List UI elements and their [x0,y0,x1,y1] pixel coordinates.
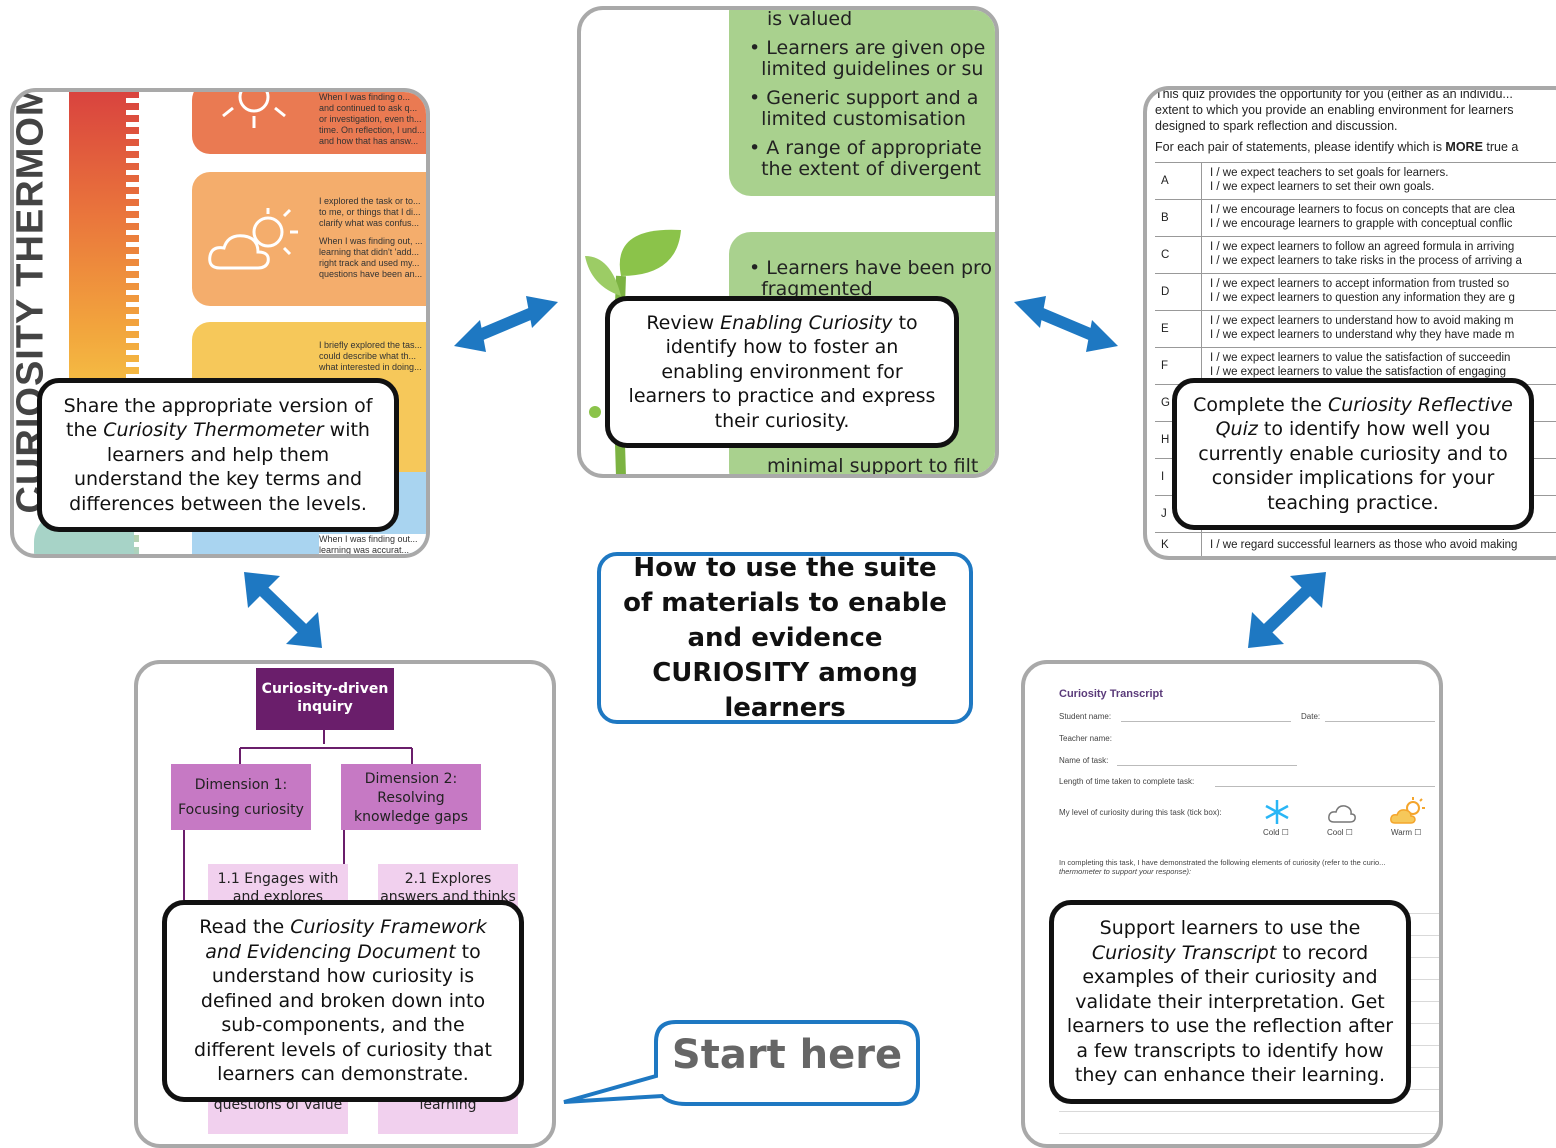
enabling-callout: Review Enabling Curiosity to identify ho… [605,296,959,448]
transcript-task: Name of task: [1059,756,1109,765]
transcript-date: Date: [1301,712,1321,721]
transcript-level-label: My level of curiosity during this task (… [1059,808,1222,817]
sun-icon [219,92,289,136]
level2-text-a: I explored the task or to... to me, or t… [319,196,421,228]
student-line [1121,721,1291,722]
enabling-bullet-5: minimal support to filt [767,455,979,477]
transcript-demonstrated: In completing this task, I have demonstr… [1059,858,1386,876]
double-arrow-icon [450,290,562,362]
enabling-fragment: is valued [767,8,853,30]
framework-root: Curiosity-driven inquiry [256,668,394,730]
enabling-bullet-4: • Learners have been pro fragmented [749,257,993,300]
double-arrow-icon [240,568,326,656]
dimension1-box: Dimension 1: Focusing curiosity [171,764,311,830]
start-here-bubble [540,1010,930,1120]
task-line [1117,765,1297,766]
enabling-bullet-3: • A range of appropriate the extent of d… [749,137,982,180]
cloud-icon [1327,802,1357,828]
cool-option: Cool ☐ [1327,828,1353,837]
level4-text: When I was finding out... learning was a… [319,534,426,554]
quiz-intro: This quiz provides the opportunity for y… [1155,87,1514,133]
transcript-callout: Support learners to use the Curiosity Tr… [1049,900,1411,1104]
sun-cloud-small-icon [1389,796,1427,830]
double-arrow-icon [1244,568,1330,656]
level2-text-b: When I was finding out, ... learning tha… [319,236,423,279]
center-title-box: How to use the suite of materials to ena… [597,552,973,724]
snowflake-icon [1263,798,1291,830]
transcript-title: Curiosity Transcript [1059,688,1163,700]
quiz-callout: Complete the Curiosity Reflective Quiz t… [1172,378,1534,530]
transcript-length: Length of time taken to complete task: [1059,777,1195,786]
enabling-bullet-2: • Generic support and a limited customis… [749,87,979,130]
level1-text: When I was finding o... and continued to… [319,92,425,146]
level-hot-card [192,92,426,154]
double-arrow-icon [1010,290,1122,362]
length-line [1215,786,1435,787]
date-line [1325,721,1435,722]
quiz-instruction: For each pair of statements, please iden… [1155,140,1519,154]
dimension2-box: Dimension 2: Resolving knowledge gaps [341,764,481,830]
warm-option: Warm ☐ [1391,828,1422,837]
level3-text: I briefly explored the tas... could desc… [319,340,423,372]
cold-option: Cold ☐ [1263,828,1289,837]
thermometer-callout: Share the appropriate version of the Cur… [37,378,399,532]
start-here-label: Start here [671,1032,903,1078]
green-panel-top [729,10,995,196]
transcript-teacher: Teacher name: [1059,734,1112,743]
transcript-student: Student name: [1059,712,1112,721]
enabling-bullet-1: • Learners are given ope limited guideli… [749,37,986,80]
framework-callout: Read the Curiosity Framework and Evidenc… [162,900,524,1102]
center-title: How to use the suite of materials to ena… [623,552,947,723]
sun-cloud-icon [206,200,306,284]
